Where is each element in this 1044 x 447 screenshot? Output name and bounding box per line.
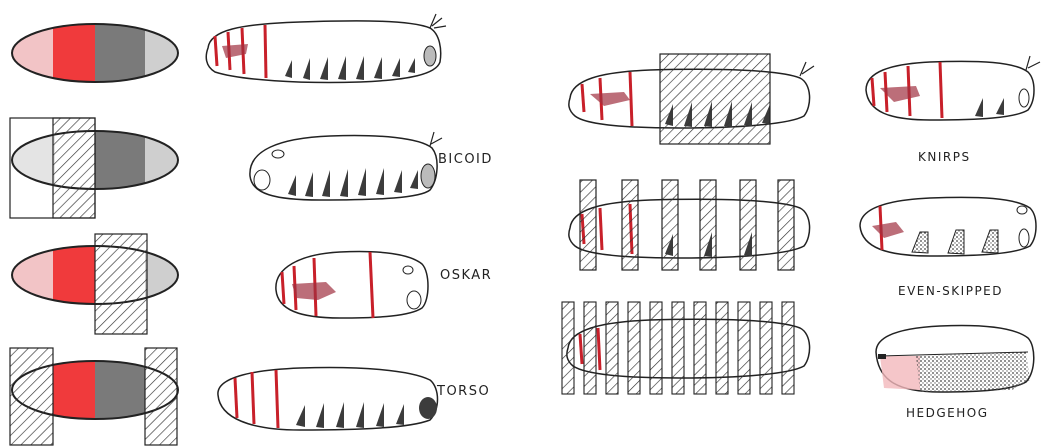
label-hedgehog: HEDGEHOG: [906, 406, 989, 420]
egg-wildtype: [10, 20, 185, 90]
label-bicoid: BICOID: [438, 152, 493, 167]
larva-bicoid: [250, 132, 442, 200]
larva-oskar: [276, 252, 428, 319]
larva-wildtype-knirps-region: [569, 54, 814, 144]
egg-bicoid: [10, 118, 185, 218]
larva-even-skipped: [860, 197, 1036, 256]
label-torso: TORSO: [437, 384, 490, 399]
larva-wildtype: [206, 14, 446, 83]
label-knirps: KNIRPS: [918, 150, 971, 164]
larva-torso: [218, 368, 438, 431]
larva-hedgehog: [876, 326, 1034, 393]
egg-oskar: [10, 234, 185, 334]
larva-wildtype-eve-regions: [569, 180, 810, 270]
label-even-skipped: EVEN-SKIPPED: [898, 284, 1003, 298]
egg-torso: [10, 348, 178, 445]
label-oskar: OSKAR: [440, 268, 492, 283]
larva-wildtype-hedgehog-regions: [562, 302, 810, 394]
larva-knirps: [866, 56, 1040, 120]
